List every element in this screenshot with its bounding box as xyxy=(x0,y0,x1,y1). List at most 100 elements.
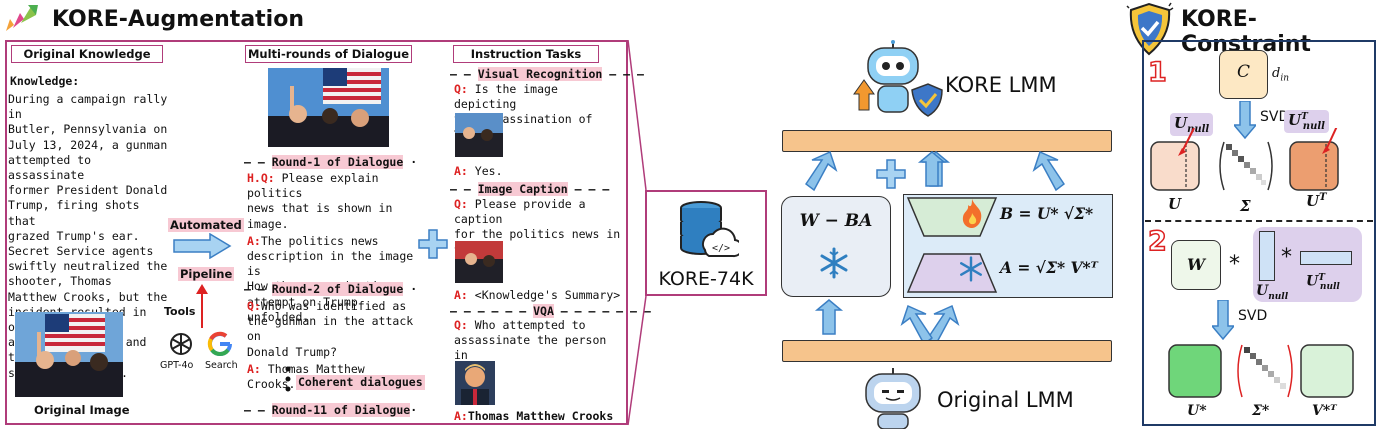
w-minus-ba-formula: W − BA xyxy=(799,211,873,231)
search-label: Search xyxy=(205,360,238,371)
top-layer-bar xyxy=(782,130,1112,152)
u-null-t-bottom-label: UTnull xyxy=(1306,273,1340,293)
decomposition-1 xyxy=(1150,128,1339,191)
step1-number: 1 xyxy=(1147,56,1167,89)
flow-arrows xyxy=(804,150,1066,345)
v-star-t-label: V*ᵀ xyxy=(1312,403,1337,419)
original-image xyxy=(15,312,123,397)
question-line: Please provide a caption xyxy=(454,197,586,227)
augmentation-panel xyxy=(5,40,628,425)
fire-icon xyxy=(959,197,985,229)
database-icon: </> xyxy=(675,198,744,262)
svg-text:</>: </> xyxy=(712,243,730,254)
original-knowledge-tag: Original Knowledge xyxy=(11,45,163,63)
visual-recognition-answer: A: Yes. xyxy=(454,164,503,178)
c-matrix xyxy=(1219,50,1268,99)
vqa-image xyxy=(455,361,495,405)
hq-line: Please explain politics xyxy=(247,171,379,201)
knowledge-line: swiftly neutralized the xyxy=(8,259,168,274)
u-null-t-row xyxy=(1300,251,1352,265)
dialogue-tag: Multi-rounds of Dialogue xyxy=(245,45,412,63)
step2-number: 2 xyxy=(1147,225,1167,258)
knowledge-line: During a campaign rally in xyxy=(8,92,168,122)
question-line: assassinate the person in xyxy=(454,333,607,363)
question-line: Donald Trump? xyxy=(247,344,338,359)
snowflake-icon xyxy=(818,247,850,279)
dataset-label: KORE-74K xyxy=(658,268,754,290)
knowledge-line: Butler, Pennsylvania on xyxy=(8,122,168,137)
knowledge-line: attempted to assassinate xyxy=(8,152,92,183)
round11-header: – – Round-11 of Dialogue· xyxy=(244,403,418,417)
w-label: W xyxy=(1187,255,1205,274)
answer-line: attempt on Trump unfolded. xyxy=(247,294,358,324)
instruction-tasks-tag: Instruction Tasks xyxy=(453,45,599,63)
a-formula: A = √Σ* V*ᵀ xyxy=(1000,258,1098,277)
pipeline-arrow-icon xyxy=(172,232,232,260)
augmentation-title: KORE-Augmentation xyxy=(52,7,305,32)
round1-header: – – Round-1 of Dialogue · xyxy=(244,155,418,169)
image-caption-image xyxy=(455,241,503,283)
u-null-bottom-label: Unull xyxy=(1256,283,1289,302)
constraint-divider xyxy=(1145,220,1373,222)
gpt-label: GPT-4o xyxy=(160,360,194,371)
knowledge-heading: Knowledge: xyxy=(10,74,80,88)
pipeline-label: Pipeline xyxy=(178,267,235,281)
knowledge-line: July 13, 2024, a gunman xyxy=(8,137,168,152)
image-caption-answer: A: <Knowledge's Summary> xyxy=(454,288,621,302)
kore-lmm-label: KORE LMM xyxy=(945,73,1057,97)
gpt-logo-icon xyxy=(167,330,195,358)
knowledge-line: Matthew Crooks, but the xyxy=(8,289,168,304)
tools-arrow-icon xyxy=(196,284,208,328)
u-star-label: U* xyxy=(1187,403,1207,419)
multiply-symbol-1: * xyxy=(1229,252,1240,277)
answer-line: The politics news xyxy=(260,233,379,248)
vqa-header: – – – – – – VQA – – – – – – – xyxy=(450,304,651,318)
knowledge-line: grazed Trump's ear. xyxy=(8,228,140,243)
image-caption-header: – – Image Caption – – – xyxy=(450,182,610,196)
answer-line: description in the image is xyxy=(247,249,414,279)
question-line: Is the image depicting xyxy=(454,82,558,112)
constraint-panel xyxy=(1142,40,1376,426)
automated-label: Automated xyxy=(168,218,244,232)
u-null-t-label: UTnull xyxy=(1284,110,1329,133)
u-null-label: Unull xyxy=(1170,113,1214,136)
svd1-arrow-icon xyxy=(1232,100,1258,140)
frozen-weight-box xyxy=(781,196,891,297)
knowledge-line: former President Donald xyxy=(8,183,168,198)
original-robot-icon xyxy=(858,368,928,430)
question-line: the gunman in the attack on xyxy=(247,314,414,344)
snowflake-adapter-icon xyxy=(958,256,984,282)
sigma-star-label: Σ* xyxy=(1252,403,1270,419)
round2-header: – – Round-2 of Dialogue · xyxy=(244,282,418,296)
c-label: C xyxy=(1236,62,1250,82)
b-formula: B = U* √Σ* xyxy=(1000,204,1094,223)
augmentation-logo-icon xyxy=(4,3,40,33)
decomposition-2 xyxy=(1168,344,1354,398)
svd2-arrow-icon xyxy=(1210,299,1236,341)
dialogue-image xyxy=(268,68,389,147)
bottom-layer-bar xyxy=(782,340,1112,362)
svd1-label: SVD xyxy=(1260,109,1290,125)
hq-line: news that is shown in image. xyxy=(247,201,393,231)
visual-recognition-header: – – Visual Recognition – – – xyxy=(450,67,644,81)
question-line: Who attempted to xyxy=(467,318,586,332)
u-t-label: UT xyxy=(1306,192,1327,210)
connector-lines xyxy=(628,40,647,426)
knowledge-line: shooter, Thomas xyxy=(8,274,112,289)
google-logo-icon xyxy=(206,330,234,358)
w-matrix xyxy=(1171,240,1221,290)
plus-icon xyxy=(417,228,449,260)
visual-recognition-image xyxy=(455,113,503,157)
vqa-answer: A:Thomas Matthew Crooks xyxy=(454,409,614,423)
svd2-label: SVD xyxy=(1238,308,1268,324)
tools-label: Tools xyxy=(164,305,196,318)
sigma-label: Σ xyxy=(1240,197,1251,215)
original-image-caption: Original Image xyxy=(34,403,130,417)
d-in-label: din xyxy=(1272,66,1290,84)
original-lmm-label: Original LMM xyxy=(937,388,1074,412)
knowledge-line: Secret Service agents xyxy=(8,244,154,259)
knowledge-line: Trump, firing shots that xyxy=(8,198,140,228)
constraint-title: KORE-Constraint xyxy=(1181,7,1311,57)
ellipsis-dots-icon xyxy=(285,366,291,392)
